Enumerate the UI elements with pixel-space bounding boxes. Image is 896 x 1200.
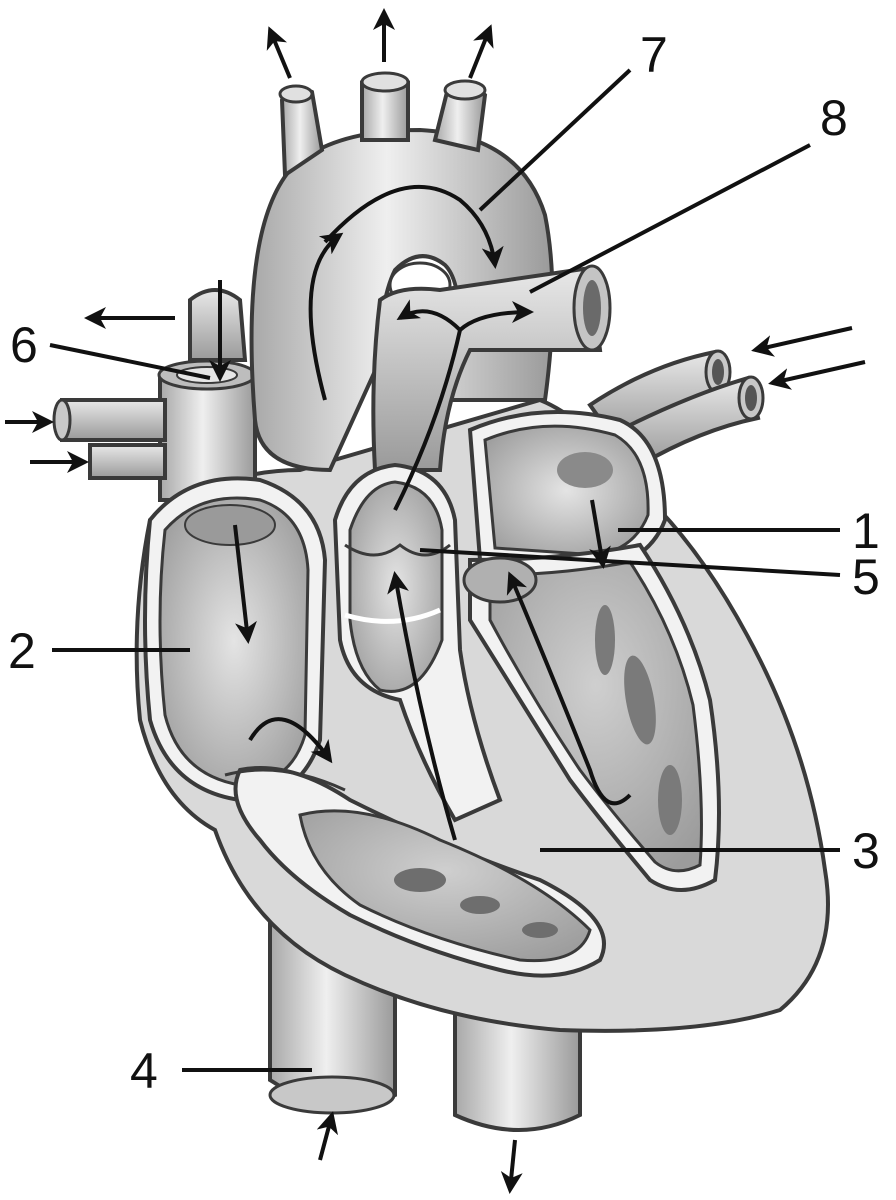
leader-line-8 (529, 143, 811, 294)
blood-flow-arrows (5, 8, 866, 1194)
flow-arrow-tricuspid (248, 717, 333, 764)
flow-arrow-aorta-down (500, 1139, 523, 1194)
flow-arrow-pulm-split (393, 299, 463, 511)
label-2: 2 (8, 623, 36, 679)
flow-arrow-pv-lower (768, 360, 866, 390)
flow-arrow-arch (308, 232, 344, 401)
label-7: 7 (640, 27, 668, 83)
superior-vena-cava (157, 288, 257, 502)
left-pulmonary-veins (587, 349, 765, 468)
flow-arrow-pv-upper (751, 326, 853, 357)
leader-line-7 (478, 68, 632, 212)
label-3: 3 (852, 823, 880, 879)
leader-line-6 (49, 343, 211, 380)
number-labels: 1 2 3 4 5 6 7 8 (8, 27, 880, 1099)
label-6: 6 (10, 317, 38, 373)
right-pulmonary-veins (52, 398, 167, 480)
label-1: 1 (852, 503, 880, 559)
flow-arrow-branch-left (266, 26, 292, 79)
flow-arrow-lv-up (506, 571, 632, 806)
pulmonary-artery (371, 264, 612, 472)
flow-arrow-ivc-up (316, 1111, 338, 1161)
flow-arrow-la-down (589, 499, 611, 569)
right-ventricle (224, 766, 606, 978)
flow-arrow-pulm-right (458, 301, 534, 332)
aortic-arch (249, 71, 555, 473)
flow-arrow-ra-down (233, 524, 257, 644)
leader-lines (49, 68, 841, 1072)
leader-line-5 (419, 548, 841, 577)
label-5: 5 (852, 549, 880, 605)
flow-arrow-arch-top (323, 184, 504, 269)
flow-arrow-branch-right (468, 24, 494, 79)
flow-arrow-rv-up (387, 571, 457, 841)
label-4: 4 (130, 1043, 158, 1099)
label-8: 8 (820, 90, 848, 146)
